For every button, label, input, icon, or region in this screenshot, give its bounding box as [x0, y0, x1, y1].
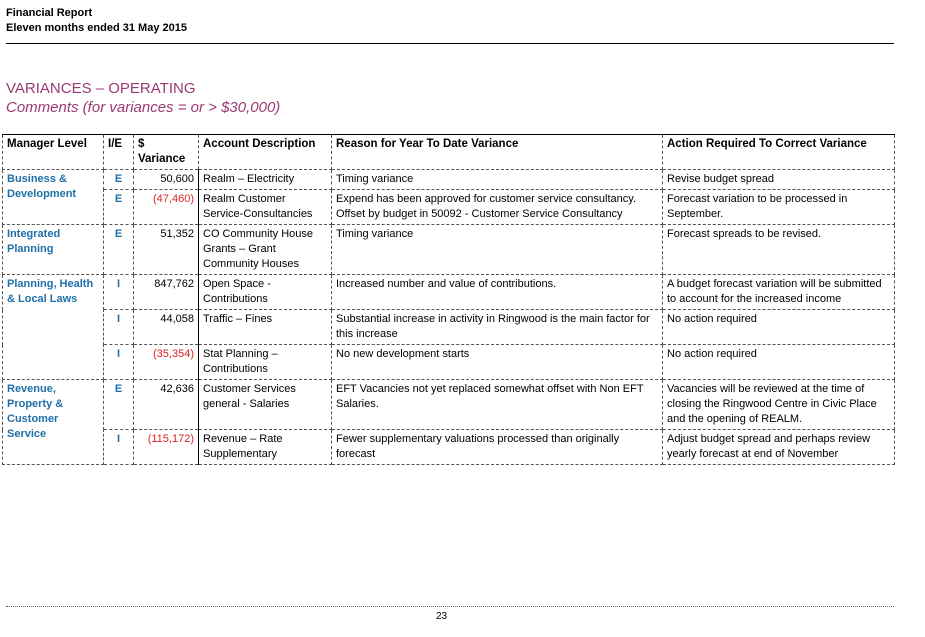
account-description: Realm – Electricity: [198, 169, 332, 190]
ie-code: E: [103, 189, 134, 225]
report-header: Financial Report Eleven months ended 31 …: [6, 6, 187, 36]
ie-code: I: [103, 344, 134, 380]
account-description: Traffic – Fines: [198, 309, 332, 345]
account-description: Realm Customer Service-Consultancies: [198, 189, 332, 225]
manager-level: Business & Development: [2, 169, 104, 225]
table-row: E (47,460) Realm Customer Service-Consul…: [3, 189, 895, 225]
variance-amount: 847,762: [133, 274, 199, 310]
variance-reason: Substantial increase in activity in Ring…: [331, 309, 663, 345]
col-header-variance: $ Variance: [133, 134, 199, 170]
variance-reason: Expend has been approved for customer se…: [331, 189, 663, 225]
ie-code: I: [103, 429, 134, 465]
ie-code: E: [103, 169, 134, 190]
section-subtitle: Comments (for variances = or > $30,000): [6, 99, 281, 116]
account-description: CO Community House Grants – Grant Commun…: [198, 224, 332, 275]
account-description: Open Space - Contributions: [198, 274, 332, 310]
action-required: Forecast spreads to be revised.: [662, 224, 895, 275]
manager-level: Planning, Health & Local Laws: [2, 274, 104, 380]
variance-amount: (115,172): [133, 429, 199, 465]
variance-table: Manager Level I/E $ Variance Account Des…: [2, 134, 895, 465]
variance-reason: EFT Vacancies not yet replaced somewhat …: [331, 379, 663, 430]
action-required: No action required: [662, 309, 895, 345]
table-row: Business & Development E 50,600 Realm – …: [2, 169, 895, 225]
col-header-account: Account Description: [198, 134, 332, 170]
variance-reason: Timing variance: [331, 169, 663, 190]
action-required: Forecast variation to be processed in Se…: [662, 189, 895, 225]
header-divider: [6, 43, 894, 44]
manager-level: Integrated Planning: [2, 224, 104, 275]
table-row: I (115,172) Revenue – Rate Supplementary…: [3, 429, 895, 465]
report-title: Financial Report: [6, 7, 93, 19]
col-header-reason: Reason for Year To Date Variance: [331, 134, 663, 170]
variance-amount: 51,352: [133, 224, 199, 275]
variance-reason: Increased number and value of contributi…: [331, 274, 663, 310]
table-row: Planning, Health & Local Laws I 847,762 …: [2, 274, 895, 380]
ie-code: E: [103, 224, 134, 275]
ie-code: I: [103, 274, 134, 310]
footer-divider: [6, 606, 894, 607]
variance-reason: No new development starts: [331, 344, 663, 380]
variance-amount: 50,600: [133, 169, 199, 190]
action-required: A budget forecast variation will be subm…: [662, 274, 895, 310]
report-period: Eleven months ended 31 May 2015: [6, 22, 187, 34]
variance-reason: Timing variance: [331, 224, 663, 275]
account-description: Stat Planning – Contributions: [198, 344, 332, 380]
variance-amount: (47,460): [133, 189, 199, 225]
action-required: Vacancies will be reviewed at the time o…: [662, 379, 895, 430]
account-description: Customer Services general - Salaries: [198, 379, 332, 430]
table-row: I 44,058 Traffic – Fines Substantial inc…: [3, 309, 895, 345]
section-title: VARIANCES – OPERATING: [6, 80, 196, 97]
action-required: Revise budget spread: [662, 169, 895, 190]
variance-reason: Fewer supplementary valuations processed…: [331, 429, 663, 465]
ie-code: E: [103, 379, 134, 430]
table-row: I (35,354) Stat Planning – Contributions…: [3, 344, 895, 380]
account-description: Revenue – Rate Supplementary: [198, 429, 332, 465]
variance-amount: 42,636: [133, 379, 199, 430]
table-row: Integrated Planning E 51,352 CO Communit…: [2, 224, 895, 275]
action-required: No action required: [662, 344, 895, 380]
table-row: Revenue, Property & Customer Service E 4…: [2, 379, 895, 465]
ie-code: I: [103, 309, 134, 345]
col-header-action: Action Required To Correct Variance: [662, 134, 895, 170]
col-header-ie: I/E: [103, 134, 134, 170]
action-required: Adjust budget spread and perhaps review …: [662, 429, 895, 465]
table-header-row: Manager Level I/E $ Variance Account Des…: [2, 134, 895, 170]
variance-amount: 44,058: [133, 309, 199, 345]
manager-level: Revenue, Property & Customer Service: [2, 379, 104, 465]
variance-amount: (35,354): [133, 344, 199, 380]
col-header-manager: Manager Level: [2, 134, 104, 170]
page-number: 23: [436, 611, 448, 622]
